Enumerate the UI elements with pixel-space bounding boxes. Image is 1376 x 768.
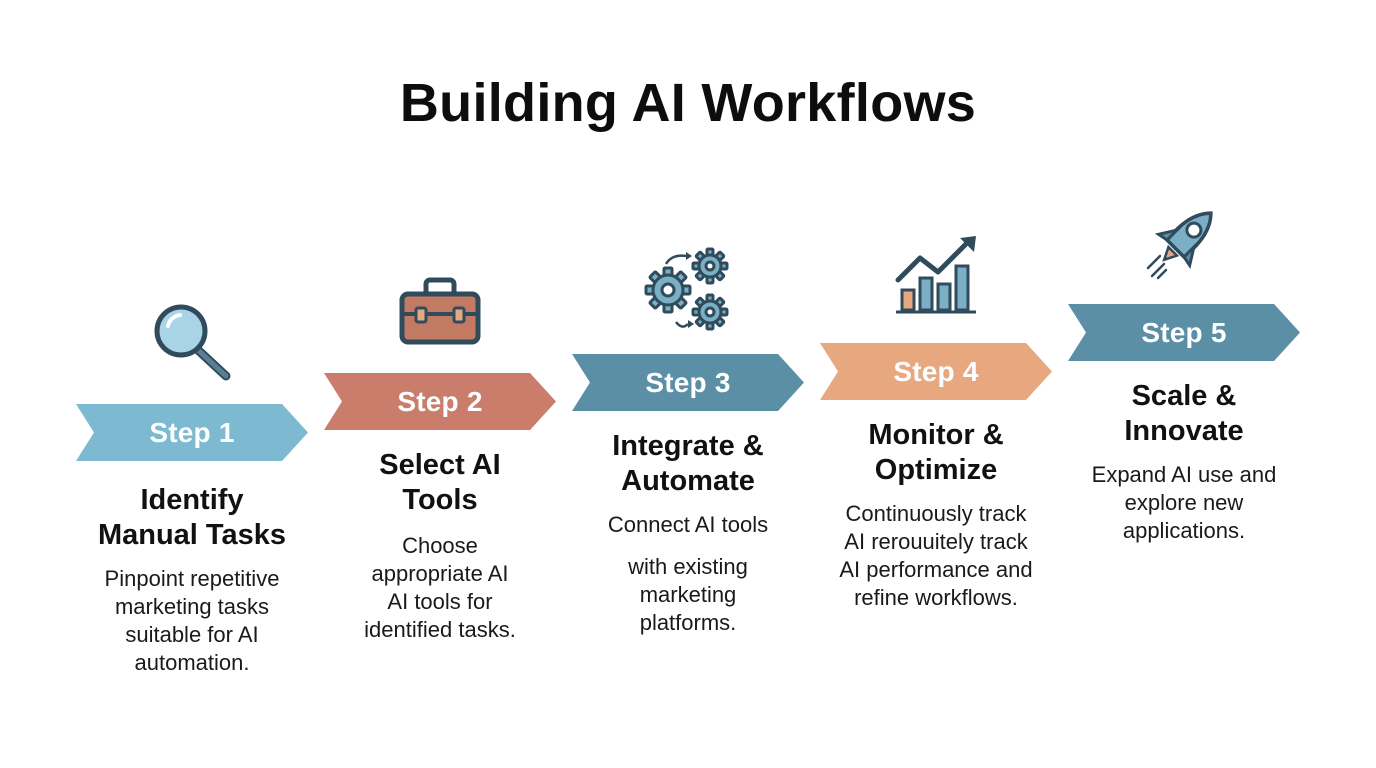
toolbox-icon (399, 277, 481, 345)
step-2-arrow-shape (324, 373, 556, 430)
step-1: Step 1 Identify Manual Tasks Pinpoint re… (76, 404, 308, 677)
step-4: Step 4 Monitor & Optimize Continuously t… (820, 343, 1052, 612)
step-3-arrow: Step 3 (572, 354, 804, 411)
step-4-arrow-shape (820, 343, 1052, 400)
step-1-arrow: Step 1 (76, 404, 308, 461)
gears-icon (644, 247, 729, 331)
step-4-label: Step 4 (893, 355, 979, 387)
step-3-description: Connect AI tools with existing marketing… (607, 512, 769, 635)
rocket-icon (1146, 211, 1213, 280)
step-4-arrow: Step 4 (820, 343, 1052, 400)
step-1-title: Identify Manual Tasks (97, 484, 287, 551)
step-5-label: Step 5 (1141, 316, 1227, 348)
step-5-arrow: Step 5 (1068, 304, 1300, 361)
page-title: Building AI Workflows (399, 73, 977, 133)
step-1-label: Step 1 (149, 416, 235, 448)
step-4-title: Monitor & Optimize (868, 419, 1004, 486)
step-2-arrow: Step 2 (324, 373, 556, 430)
step-3-arrow-shape (572, 354, 804, 411)
chart-growth-icon (895, 236, 976, 314)
step-3: Step 3 Integrate & Automate Connect AI t… (572, 354, 804, 637)
step-2-title: Select AI Tools (379, 449, 501, 516)
step-2: Step 2 Select AI Tools Choose appropriat… (324, 373, 556, 644)
magnifier-icon (154, 304, 231, 381)
step-1-description: Pinpoint repetitive marketing tasks suit… (104, 566, 280, 675)
step-5-title: Scale & Innovate (1124, 380, 1244, 447)
step-2-label: Step 2 (397, 385, 483, 417)
step-2-description: Choose appropriate AI AI tools for ident… (364, 533, 516, 642)
step-1-arrow-shape (76, 404, 308, 461)
step-3-title: Integrate & Automate (612, 430, 764, 497)
step-3-label: Step 3 (645, 366, 731, 398)
step-5: Step 5 Scale & Innovate Expand AI use an… (1068, 304, 1300, 545)
step-5-arrow-shape (1068, 304, 1300, 361)
step-4-description: Continuously track AI rerouuitely track … (839, 501, 1033, 610)
step-5-description: Expand AI use and explore new applicatio… (1091, 462, 1277, 543)
